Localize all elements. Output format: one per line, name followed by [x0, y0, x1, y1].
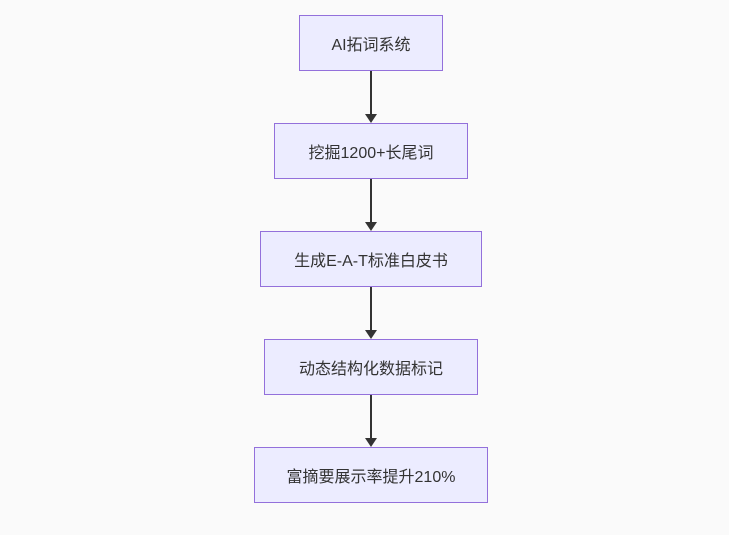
flow-node-rich-snippet-uplift: 富摘要展示率提升210% — [254, 447, 488, 503]
arrow-shaft — [370, 395, 372, 438]
arrow-shaft — [370, 71, 372, 114]
flow-node-ai-keyword-system: AI拓词系统 — [299, 15, 443, 71]
arrowhead-down-icon — [365, 114, 377, 123]
arrow-shaft — [370, 287, 372, 330]
flow-arrow — [365, 395, 377, 447]
arrowhead-down-icon — [365, 222, 377, 231]
arrowhead-down-icon — [365, 438, 377, 447]
flowchart: AI拓词系统 挖掘1200+长尾词 生成E-A-T标准白皮书 动态结构化数据标记 — [254, 15, 488, 503]
flow-node-longtail-mining: 挖掘1200+长尾词 — [274, 123, 468, 179]
flow-node-eat-whitepaper: 生成E-A-T标准白皮书 — [260, 231, 482, 287]
flow-node-structured-data-markup: 动态结构化数据标记 — [264, 339, 478, 395]
flow-node-label: AI拓词系统 — [331, 37, 411, 54]
flow-node-label: 生成E-A-T标准白皮书 — [294, 253, 448, 270]
flow-arrow — [365, 179, 377, 231]
flow-node-label: 挖掘1200+长尾词 — [308, 145, 434, 162]
flow-arrow — [365, 287, 377, 339]
arrow-shaft — [370, 179, 372, 222]
flow-node-label: 富摘要展示率提升210% — [286, 469, 456, 486]
flow-node-label: 动态结构化数据标记 — [298, 361, 443, 378]
flow-arrow — [365, 71, 377, 123]
arrowhead-down-icon — [365, 330, 377, 339]
